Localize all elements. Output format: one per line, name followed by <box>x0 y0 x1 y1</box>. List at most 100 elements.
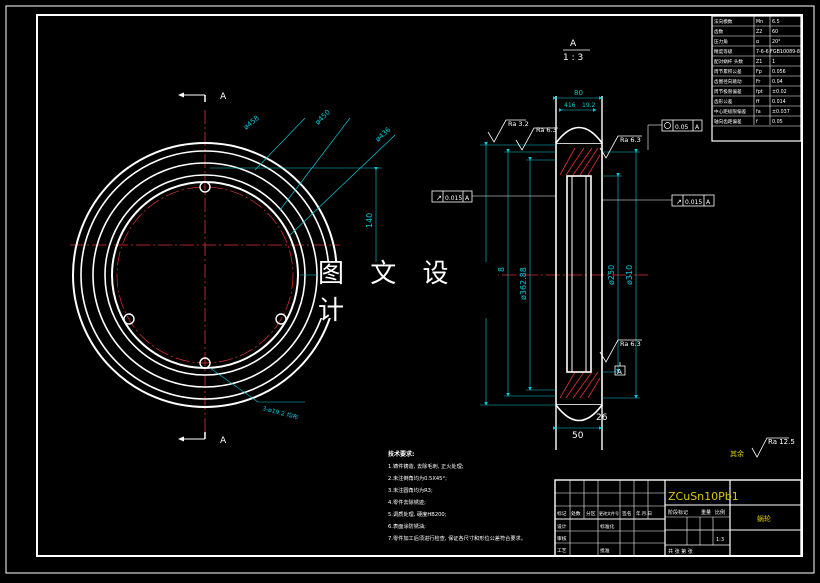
hatch-top <box>559 147 601 176</box>
bolt-hole-2 <box>123 313 135 325</box>
param-cell: ±0.037 <box>772 109 790 115</box>
param-cell: 周节极限偏差 <box>714 88 742 95</box>
ra-sym-4 <box>599 339 642 363</box>
front-view: ø458 ø450 ø436 140 3-ø19.2 均布 A A <box>70 92 396 446</box>
bolt-circle <box>116 186 294 364</box>
tol-frame-left: ↗ 0.015 A <box>431 190 556 203</box>
cut-arrowhead-top <box>178 92 184 98</box>
title-block-text: ZCuSn10Pb1 蜗轮 标记 处数 分区 更改文件号 签名 年.月.日 设计… <box>557 490 771 555</box>
part-name: 蜗轮 <box>757 514 771 523</box>
param-cell: 齿圈径向跳动 <box>714 78 742 85</box>
param-cell: Fr <box>756 79 760 85</box>
tol-left-ref: A <box>465 195 470 202</box>
param-cell: 周节累积公差 <box>714 68 742 75</box>
tol-frame-top: 0.05 A <box>647 119 703 150</box>
param-cell: ±0.02 <box>772 89 787 95</box>
dim-310: ø310 <box>625 265 634 285</box>
param-cell: 法向模数 <box>714 18 733 25</box>
svg-text:↗: ↗ <box>676 198 682 206</box>
param-cell: 压力角 <box>714 38 728 45</box>
view-label-letter: A <box>570 39 577 49</box>
hdr-doc: 更改文件号 <box>599 510 619 516</box>
param-cell: 精度等级 <box>714 48 733 55</box>
dim-362: ø362.88 <box>519 267 528 300</box>
inner-frame <box>36 14 803 557</box>
tb-design: 设计 <box>557 523 567 530</box>
param-cell: 0.04 <box>772 79 783 85</box>
hdr-mark: 标记 <box>557 510 567 517</box>
bolt-hole-4 <box>199 357 211 369</box>
watermark: 图 文 设 计 <box>318 259 498 326</box>
ext-lines <box>480 144 640 406</box>
dim-140: 140 <box>365 213 374 228</box>
param-cell: fa <box>756 109 761 115</box>
tb-process: 工艺 <box>557 548 567 554</box>
tooth-arc-bot <box>555 404 603 422</box>
ra-other-value: Ra 12.5 <box>768 438 795 446</box>
param-cell: 轴向齿距偏差 <box>714 118 742 125</box>
param-cell: 7-6-6 FGB10089-88 <box>756 49 803 55</box>
tb-sheets: 共 张 第 张 <box>668 548 693 555</box>
param-cell: Z1 <box>756 59 762 65</box>
param-cell: 0.05 <box>772 119 783 125</box>
param-cell: 配对蜗杆 头数 <box>714 58 743 65</box>
hub-web <box>566 175 592 373</box>
tb-stage: 阶段标记 <box>668 509 688 516</box>
rim-outline <box>555 142 603 406</box>
tech-line-4: 4.零件去除锈迹; <box>388 498 426 506</box>
tol-frame-right: ↗ 0.015 A <box>602 194 715 207</box>
bolt-hole-1 <box>199 181 211 193</box>
param-cell: f <box>756 119 758 125</box>
tech-notes: 技术要求: 1.铸件铸造, 去除毛刺, 正火处理; 2.未注倒角均为0.5X45… <box>388 450 526 542</box>
param-cell: 20° <box>772 39 781 45</box>
dim-26: 26 <box>596 413 608 423</box>
dim-192: 19.2 <box>582 102 596 109</box>
datum-letter: A <box>617 368 622 376</box>
ra-63-b: Ra 6.3 <box>620 136 641 144</box>
tb-approve: 批准 <box>600 547 610 554</box>
view-label-scale: 1 : 3 <box>563 53 583 63</box>
ra-other-label: 其余 <box>730 449 744 458</box>
dim-8: 8 <box>497 267 506 272</box>
tech-line-2: 2.未注倒角均为0.5X45°; <box>388 474 447 482</box>
ra-63-c: Ra 6.3 <box>620 340 641 348</box>
svg-text:↗: ↗ <box>436 194 442 202</box>
cut-label-bot: A <box>220 436 227 446</box>
tb-standard: 标准化 <box>600 523 615 530</box>
param-cell: 0.056 <box>772 69 786 75</box>
param-cell: α <box>756 40 759 45</box>
leader-holes <box>209 367 259 403</box>
param-cell: ff <box>756 99 760 105</box>
param-cell: 6.5 <box>772 19 780 25</box>
dim-416: 416 <box>564 102 576 109</box>
tol-top-value: 0.05 <box>675 124 689 131</box>
hdr-count: 处数 <box>571 510 581 517</box>
outer-frame <box>5 5 815 574</box>
section-view: A 1 : 3 80 416 19.2 <box>431 39 715 450</box>
param-cell: Fp <box>756 69 762 75</box>
datum-box <box>614 365 626 376</box>
leader-450 <box>279 117 351 211</box>
param-cell: fpt <box>756 89 763 95</box>
ra-sym-2 <box>515 127 558 151</box>
material: ZCuSn10Pb1 <box>668 490 739 503</box>
dim-450: ø450 <box>314 108 332 126</box>
param-cell: 60 <box>772 29 778 35</box>
hdr-date: 年.月.日 <box>636 510 652 517</box>
cut-arrowhead-bot <box>178 436 184 442</box>
ra-sym-3 <box>599 135 642 159</box>
tol-right-ref: A <box>706 199 711 206</box>
tech-line-1: 1.铸件铸造, 去除毛刺, 正火处理; <box>388 462 464 470</box>
tooth-arc-top <box>555 126 603 144</box>
dim-436: ø436 <box>374 125 393 143</box>
ra-32: Ra 3.2 <box>508 120 529 128</box>
hdr-sign: 签名 <box>622 510 632 517</box>
tech-title: 技术要求: <box>388 450 414 458</box>
param-cell: 齿形公差 <box>714 98 733 105</box>
tol-left-value: 0.015 <box>445 195 462 202</box>
param-cell: Z2 <box>756 29 762 35</box>
tech-line-3: 3.未注圆角均为R3; <box>388 486 433 494</box>
tb-ratio: 比例 <box>715 509 725 516</box>
dim-80: 80 <box>574 89 583 97</box>
